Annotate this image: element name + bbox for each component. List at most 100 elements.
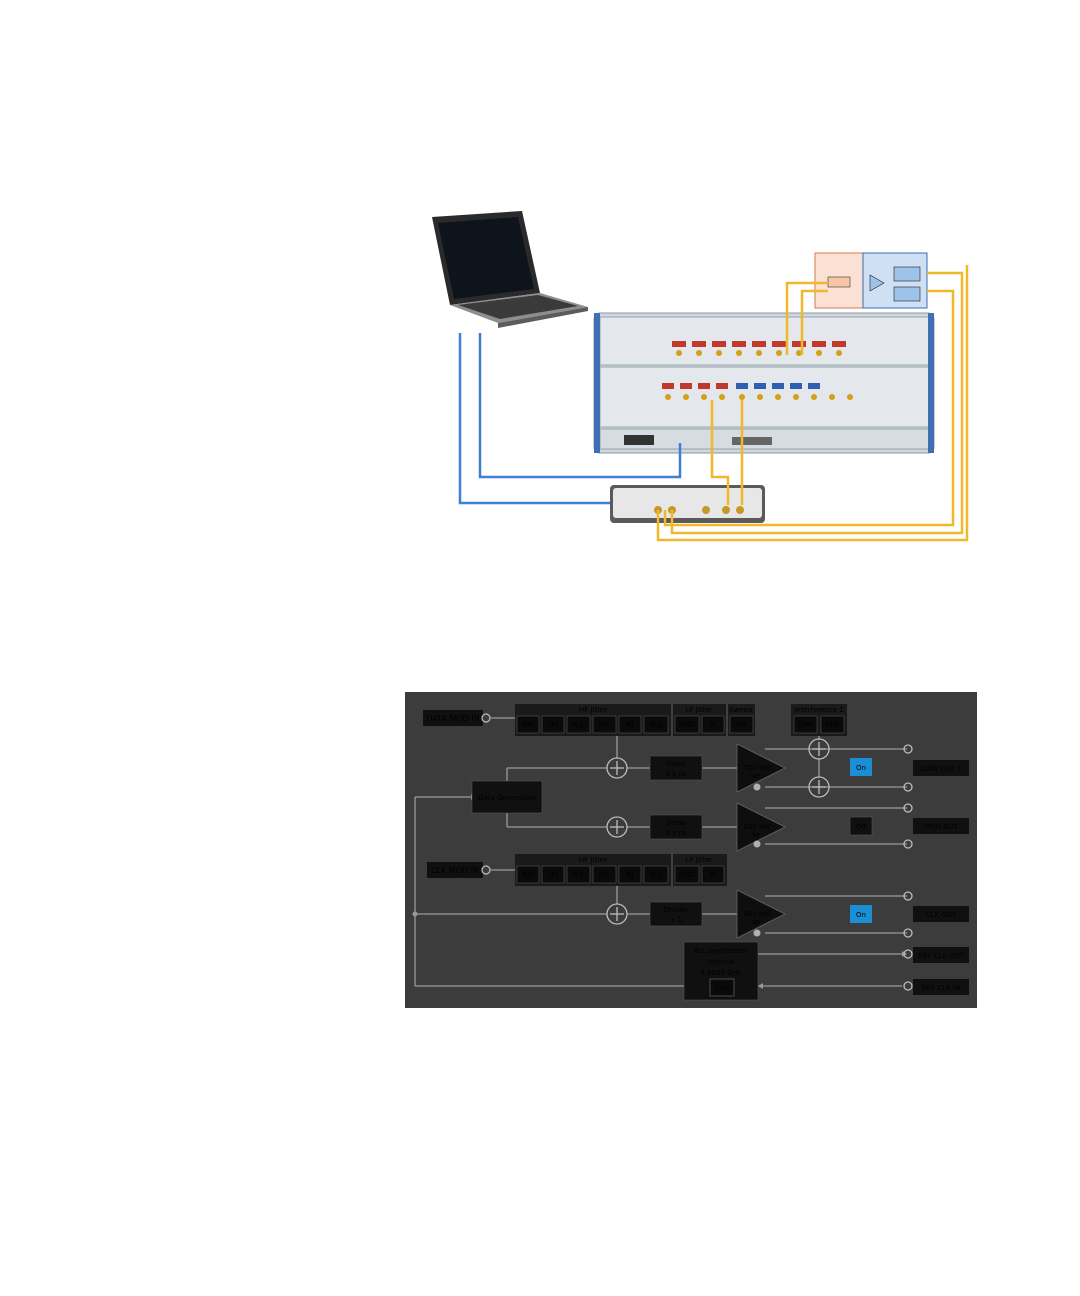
clk-pj2-button[interactable] — [592, 865, 617, 884]
data-buj-label: BUJ — [650, 721, 662, 729]
data-delay-value: 0.0 ps — [665, 770, 687, 778]
data-pj-button[interactable] — [701, 715, 725, 734]
pll-frequency: 5.0000 GHz — [700, 969, 741, 977]
trig-out-port[interactable] — [913, 818, 969, 834]
setup-illustration — [432, 211, 969, 542]
data-generation-label: Data Generation — [478, 794, 536, 802]
clk-out-toggle-label: On — [856, 911, 866, 919]
clk-rj-label: RJ — [627, 871, 634, 879]
clk-ext-button[interactable] — [516, 865, 540, 884]
clk-rj-button[interactable] — [618, 865, 642, 884]
cmi-label: CMI — [799, 721, 812, 729]
clk-srj-button[interactable] — [541, 865, 565, 884]
clk-out-port[interactable] — [913, 906, 969, 922]
data-rssc-button[interactable] — [674, 715, 700, 734]
clk-out-label: CLK OUT — [926, 911, 957, 919]
data-pj2-button[interactable] — [592, 715, 617, 734]
sweep-title: Sweep — [729, 706, 753, 714]
clk-ext-label: Ext — [522, 871, 534, 879]
data-srj-label: sRJ — [548, 721, 559, 729]
ref-clk-out-label: REF CLK OUT — [918, 952, 965, 960]
clk-hf-jitter-title: HF Jitter — [579, 856, 607, 864]
ref-clk-out-port[interactable] — [913, 947, 969, 963]
clk-pj-label: PJ — [710, 871, 716, 879]
clk-pj-button[interactable] — [701, 865, 725, 884]
clk-amplifier[interactable] — [736, 889, 786, 939]
clk-out-on-toggle[interactable] — [850, 905, 872, 923]
pll-synthesizer-block[interactable]: PLL Synthesizer Internal 5.0000 GHz — [683, 941, 759, 1001]
clk-srj-label: sRJ — [548, 871, 559, 879]
trig-delay-block[interactable] — [649, 814, 703, 840]
ref-clk-in-port[interactable] — [913, 979, 969, 995]
trig-out-label: TRIG OUT — [923, 823, 958, 831]
data-lf-jitter-title: LF Jitter — [686, 706, 713, 714]
data-rj-button[interactable] — [618, 715, 642, 734]
data-generation-block[interactable] — [471, 780, 543, 814]
data-amplifier[interactable] — [736, 743, 786, 793]
cmi-button[interactable] — [793, 715, 818, 734]
trig-delay-title: Delay — [666, 819, 686, 827]
usb-cables — [458, 333, 682, 505]
data-rj-label: RJ — [627, 721, 634, 729]
clk-amp-sub: -se — [750, 918, 760, 926]
trig-amp-sub: -se — [750, 831, 760, 839]
data-pj-label: PJ — [710, 721, 716, 729]
pll-title: PLL Synthesizer — [693, 947, 748, 955]
data-out-port[interactable] — [913, 760, 969, 776]
ssc-button[interactable] — [709, 978, 735, 997]
adder-icons — [606, 738, 830, 925]
trig-out-off-toggle[interactable] — [849, 816, 873, 836]
clk-buj-label: BUJ — [650, 871, 662, 879]
data-pj2-label: PJ2 — [599, 721, 610, 729]
divider-block[interactable] — [649, 901, 703, 927]
data-out-toggle-label: On — [856, 764, 866, 772]
dmi-label: DMI — [825, 721, 839, 729]
interference-title: Interference 1 — [794, 706, 844, 714]
jitter-tolerance-box — [610, 485, 765, 523]
trig-amplifier[interactable] — [736, 802, 786, 852]
divider-value: ÷ 1 — [670, 916, 683, 924]
dmi-button[interactable] — [820, 715, 845, 734]
data-jitter-group: HF Jitter LF Jitter Sweep Ext sRJ PJ1 PJ… — [515, 704, 755, 736]
divider-title: Divider — [663, 906, 688, 914]
clk-buj-button[interactable] — [643, 865, 669, 884]
data-ext-label: Ext — [522, 721, 534, 729]
clk-lf-jitter-title: LF Jitter — [686, 856, 713, 864]
ref-clk-in-label: REF CLK IN — [922, 984, 960, 992]
clk-pj1-button[interactable] — [566, 865, 591, 884]
pll-mode: Internal — [708, 958, 735, 966]
data-mod-in-label: DATA MOD IN — [426, 714, 479, 723]
coax-cables — [656, 265, 969, 542]
data-delay-title: Delay — [666, 760, 686, 768]
data-amp-value: 700 mV — [743, 764, 770, 772]
clk-amp-value: 500 mV — [743, 910, 770, 918]
data-out-on-toggle[interactable] — [850, 758, 872, 776]
signal-wiring — [414, 717, 907, 987]
sweep-off-button[interactable] — [729, 715, 754, 734]
data-rssc-label: rSSC — [679, 721, 696, 729]
clk-mod-in-port[interactable] — [427, 862, 483, 878]
interference-group: Interference 1 CMI DMI — [791, 704, 847, 736]
laptop-image — [432, 211, 588, 328]
signal-routing-panel: DATA MOD IN CLK MOD IN HF Jitter LF Jitt… — [405, 692, 977, 1008]
trig-delay-value: 0.0 ps — [665, 829, 687, 837]
clk-rssc-button[interactable] — [674, 865, 700, 884]
data-pj1-button[interactable] — [566, 715, 591, 734]
data-delay-block[interactable] — [649, 755, 703, 781]
clk-pj2-label: PJ2 — [599, 871, 610, 879]
data-pj1-label: PJ1 — [573, 721, 584, 729]
data-amp-sub: -se — [750, 772, 760, 780]
ssc-label: SSC — [715, 984, 729, 992]
clk-jitter-group: HF Jitter LF Jitter Ext sRJ PJ1 PJ2 RJ B… — [515, 854, 727, 886]
data-hf-jitter-title: HF Jitter — [579, 706, 607, 714]
sweep-off-label: Off — [736, 721, 747, 729]
data-buj-button[interactable] — [643, 715, 669, 734]
clk-pj1-label: PJ1 — [573, 871, 584, 879]
data-mod-in-port[interactable] — [423, 710, 483, 726]
data-out-label: DATA OUT 1 — [920, 765, 962, 773]
data-ext-button[interactable] — [516, 715, 540, 734]
trig-out-toggle-label: Off — [856, 823, 867, 831]
clk-mod-in-label: CLK MOD IN — [431, 866, 479, 875]
data-srj-button[interactable] — [541, 715, 565, 734]
trig-amp-value: 100 mV — [743, 823, 770, 831]
